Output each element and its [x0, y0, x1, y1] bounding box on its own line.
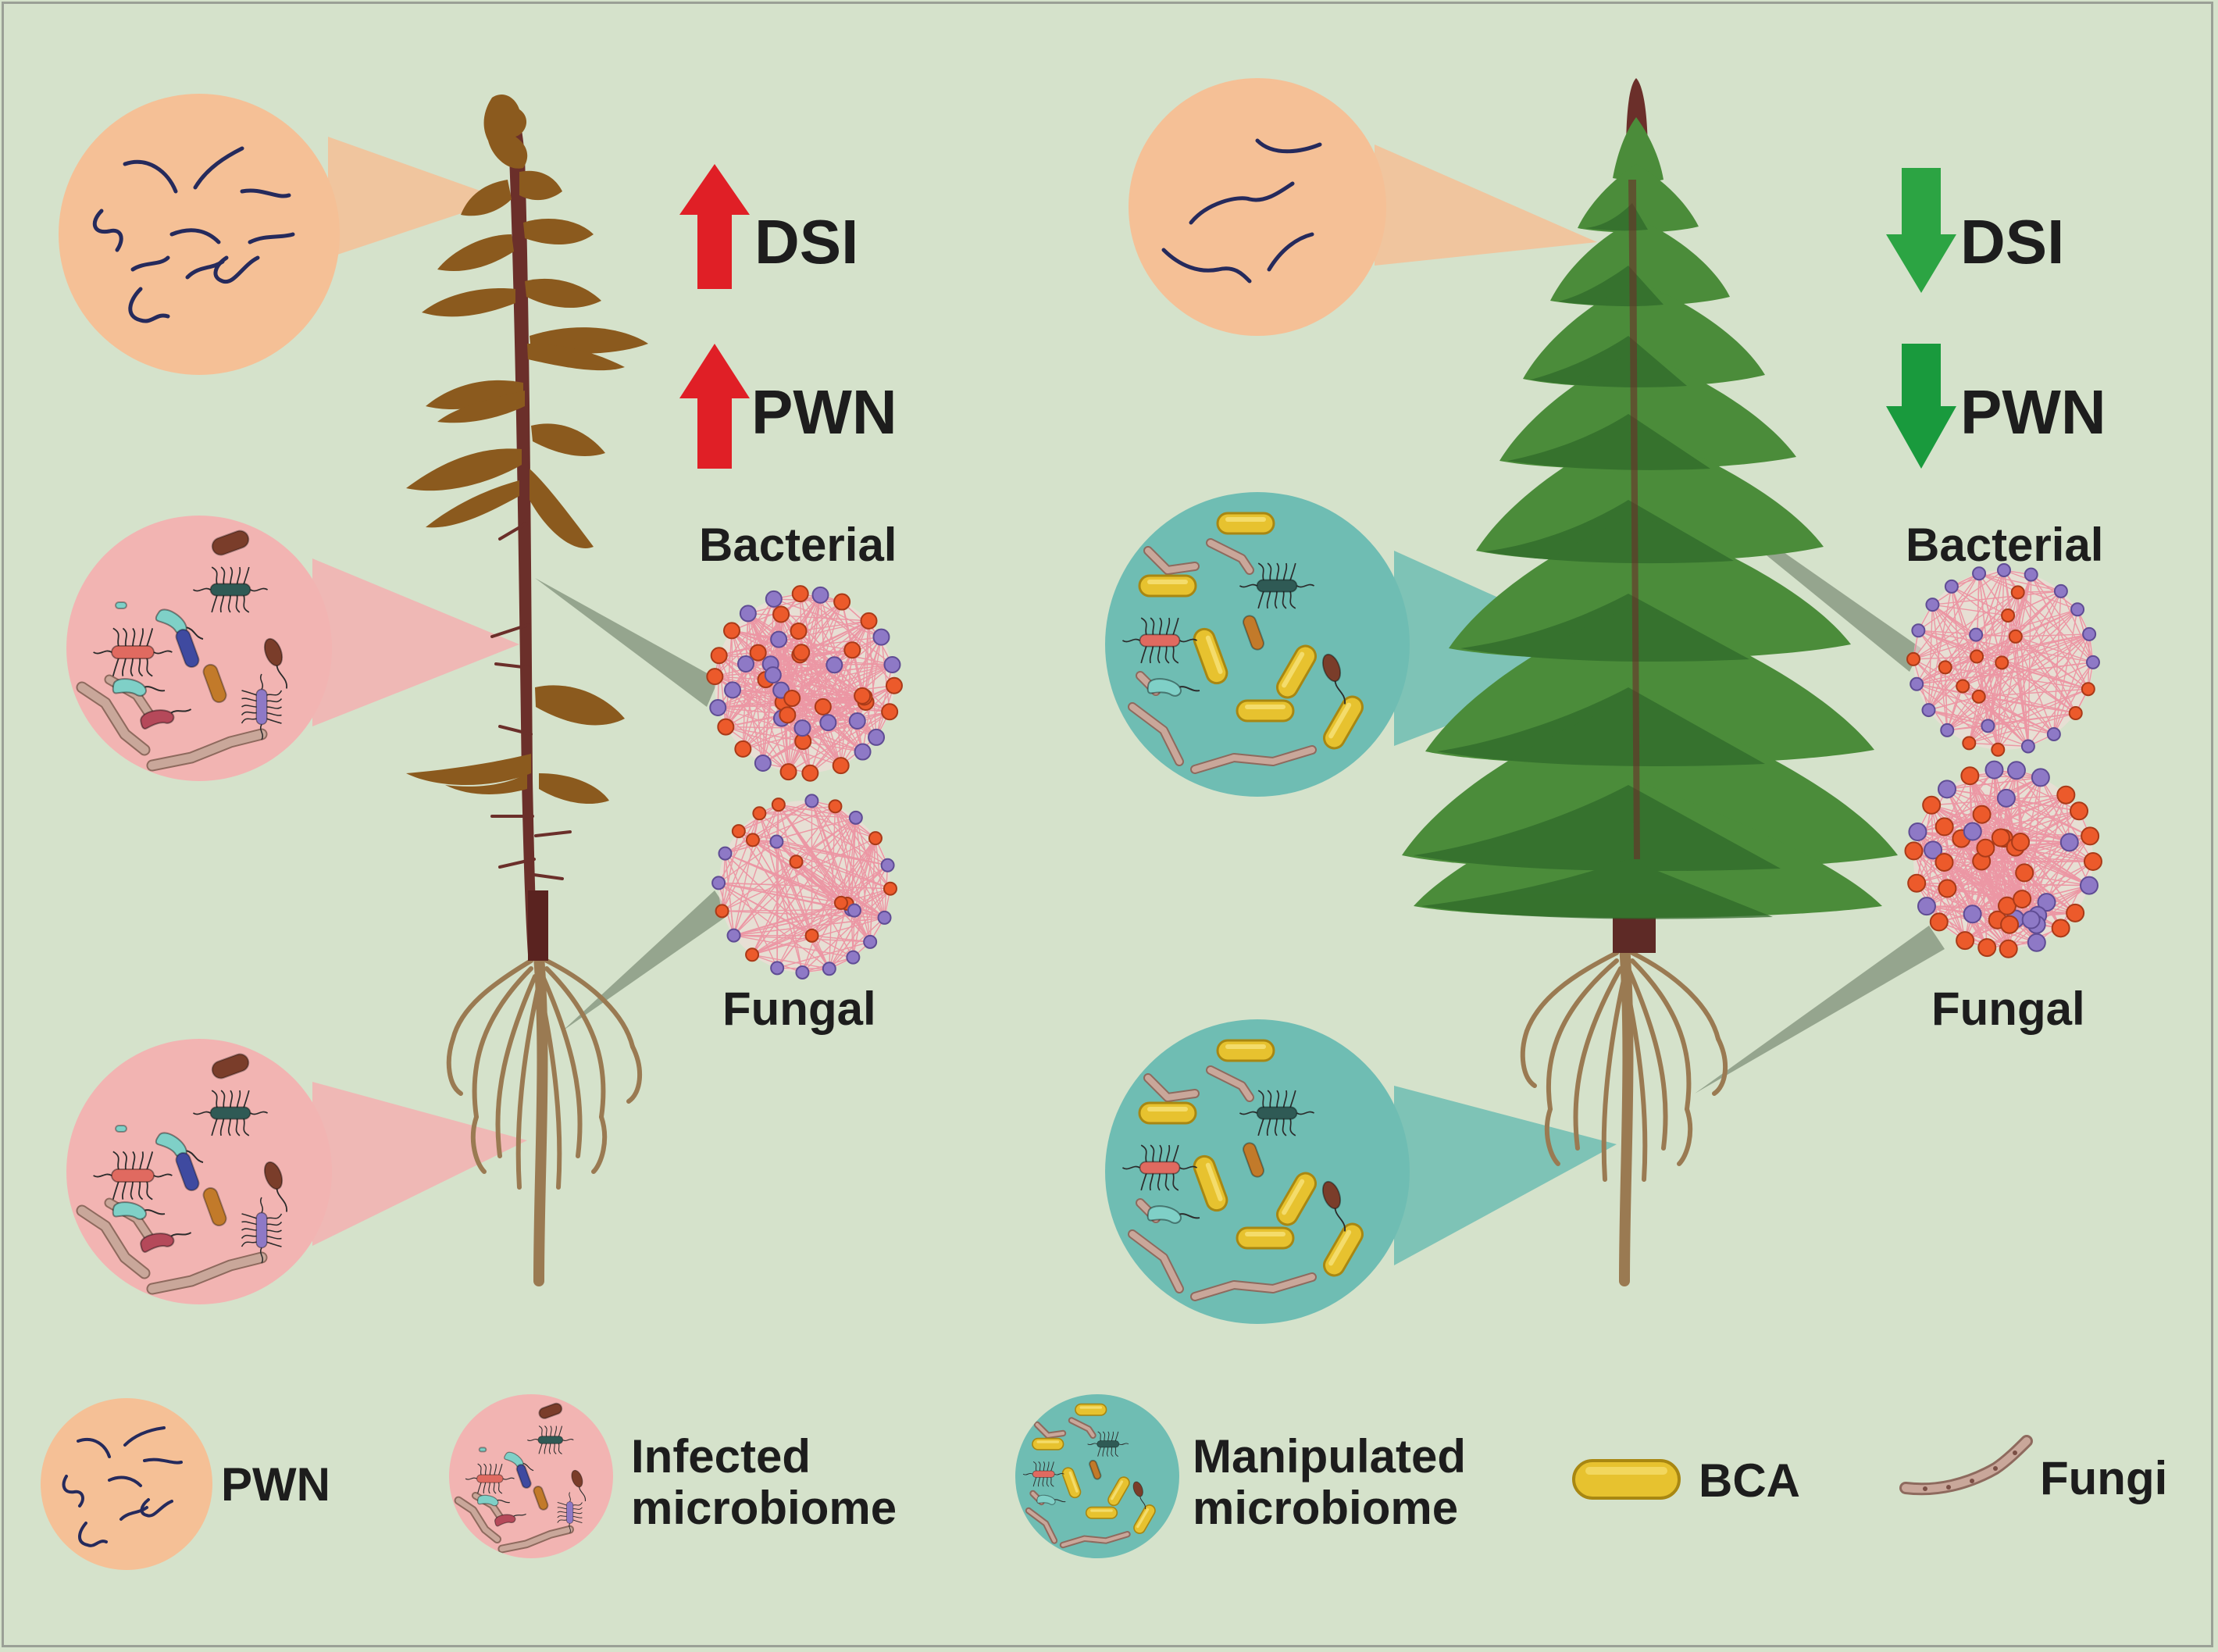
manipulated-microbiome-root-circle [1105, 1019, 1410, 1324]
fungal-label-left: Fungal [722, 983, 876, 1035]
manipulated-microbiome-stem-circle [1105, 492, 1410, 797]
pwn-up-arrow [679, 344, 750, 469]
dsi-down-arrow [1886, 168, 1956, 293]
legend-bca-label: BCA [1699, 1454, 1800, 1507]
healthy-pine-tree [1402, 78, 1898, 1286]
legend-fungi-label: Fungi [2040, 1452, 2168, 1504]
legend-fungi-icon [1899, 1435, 2033, 1496]
pwn-magnified-right [1129, 78, 1386, 336]
pwn-magnified-left [59, 94, 340, 375]
wedge-infected-stem [312, 558, 519, 726]
wedge-pwn-right [1375, 145, 1597, 266]
wedge-manipulated-root [1394, 1086, 1617, 1265]
wedge-pwn-left [328, 137, 504, 258]
healthy-roots [1520, 940, 1728, 1286]
legend-infected-line1: Infected [631, 1430, 811, 1483]
infected-microbiome-root-circle [66, 1039, 332, 1304]
bacterial-network-right [1906, 563, 2100, 757]
wedge-fungal-right [1695, 926, 1945, 1094]
dsi-label-right: DSI [1960, 207, 2065, 277]
dsi-label-left: DSI [754, 207, 859, 277]
fungal-network-left [711, 794, 897, 979]
legend-pwn-icon [41, 1398, 212, 1570]
infected-dead-pine-tree [406, 94, 648, 1286]
bacterial-network-left [706, 585, 903, 782]
bacterial-label-right: Bacterial [1906, 519, 2104, 571]
legend-infected-line2: microbiome [631, 1482, 897, 1534]
pwn-label-right: PWN [1960, 377, 2106, 447]
wedge-fungal-left [562, 890, 730, 1031]
fungal-network-right [1904, 760, 2102, 958]
legend-infected-label: Infected microbiome [631, 1431, 897, 1534]
pwn-down-arrow [1886, 344, 1956, 469]
legend-manipulated-line2: microbiome [1193, 1482, 1459, 1534]
infected-microbiome-stem-circle [66, 516, 332, 781]
dead-roots [446, 951, 643, 1286]
healthy-foliage-shadows [1414, 203, 1781, 919]
legend-infected-icon [449, 1394, 613, 1558]
dead-foliage [406, 94, 648, 805]
healthy-trunk-visible [1628, 180, 1640, 859]
wedge-bacterial-left [535, 578, 719, 707]
legend-manipulated-icon [1015, 1394, 1179, 1558]
legend-manipulated-label: Manipulated microbiome [1193, 1431, 1466, 1534]
wedge-infected-root [312, 1082, 527, 1246]
legend-bca-icon [1572, 1459, 1681, 1500]
dead-twigs [490, 522, 572, 880]
pwn-label-left: PWN [751, 377, 897, 447]
legend-manipulated-line1: Manipulated [1193, 1430, 1467, 1483]
dead-trunk-base [528, 890, 548, 961]
dsi-up-arrow [679, 164, 750, 289]
bacterial-label-left: Bacterial [699, 519, 897, 571]
fungal-label-right: Fungal [1931, 983, 2085, 1035]
callout-wedges [312, 137, 1945, 1265]
legend-pwn-label: PWN [221, 1458, 330, 1511]
